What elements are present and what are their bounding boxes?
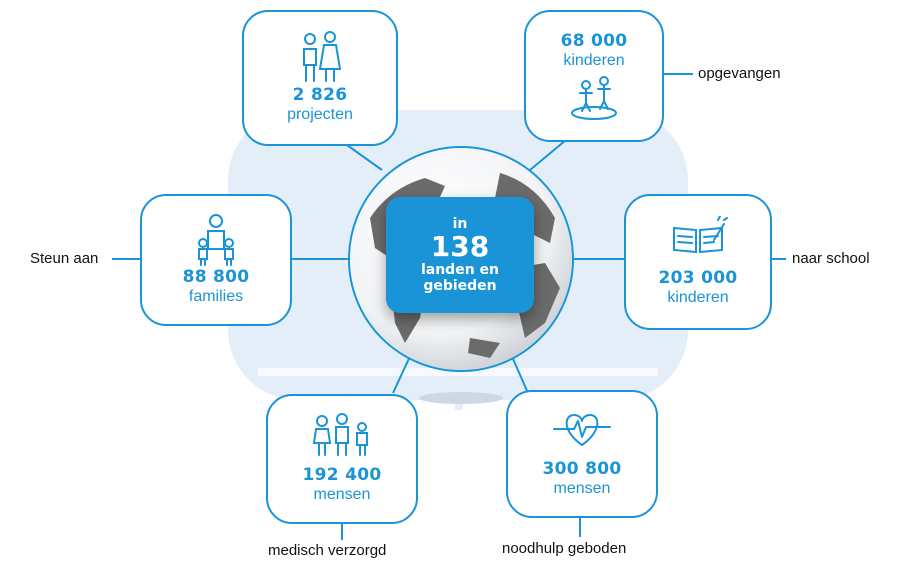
node-opgevangen: 68 000 kinderen (524, 10, 664, 142)
center-line3: gebieden (423, 278, 497, 294)
noodhulp-unit: mensen (553, 480, 611, 497)
projecten-unit: projecten (287, 106, 353, 123)
verzorgd-number: 192 400 (302, 465, 382, 485)
label-naar-school: naar school (792, 250, 870, 267)
group-of-people-icon (312, 413, 368, 456)
connector-lines (112, 73, 786, 540)
opgevangen-number: 68 000 (560, 31, 628, 51)
center-number: 138 (430, 230, 490, 263)
center-line2: landen en (420, 262, 500, 278)
school-unit: kinderen (667, 289, 729, 306)
label-medisch-verzorgd: medisch verzorgd (268, 542, 387, 559)
label-steun-aan: Steun aan (30, 250, 99, 267)
node-school: 203 000 kinderen (624, 194, 772, 330)
projecten-number: 2 826 (292, 85, 348, 105)
noodhulp-number: 300 800 (542, 459, 622, 479)
family-icon (303, 31, 342, 82)
verzorgd-unit: mensen (313, 486, 371, 503)
globe-shadow (419, 392, 503, 404)
node-families: 88 800 families (140, 194, 292, 326)
heartbeat-icon (553, 414, 611, 446)
playing-children-icon (571, 76, 617, 120)
node-noodhulp: 300 800 mensen (506, 390, 658, 518)
center-line1: in (452, 216, 468, 232)
node-verzorgd: 192 400 mensen (266, 394, 418, 524)
parent-with-children-icon (198, 214, 234, 266)
node-projecten: 2 826 projecten (242, 10, 398, 146)
families-unit: families (188, 288, 244, 305)
families-number: 88 800 (182, 267, 250, 287)
label-noodhulp-geboden: noodhulp geboden (502, 540, 627, 557)
label-opgevangen: opgevangen (698, 65, 781, 82)
open-book-icon (673, 216, 728, 254)
opgevangen-unit: kinderen (563, 52, 625, 69)
center-country-count: in 138 landen en gebieden (386, 197, 534, 313)
school-number: 203 000 (658, 268, 738, 288)
